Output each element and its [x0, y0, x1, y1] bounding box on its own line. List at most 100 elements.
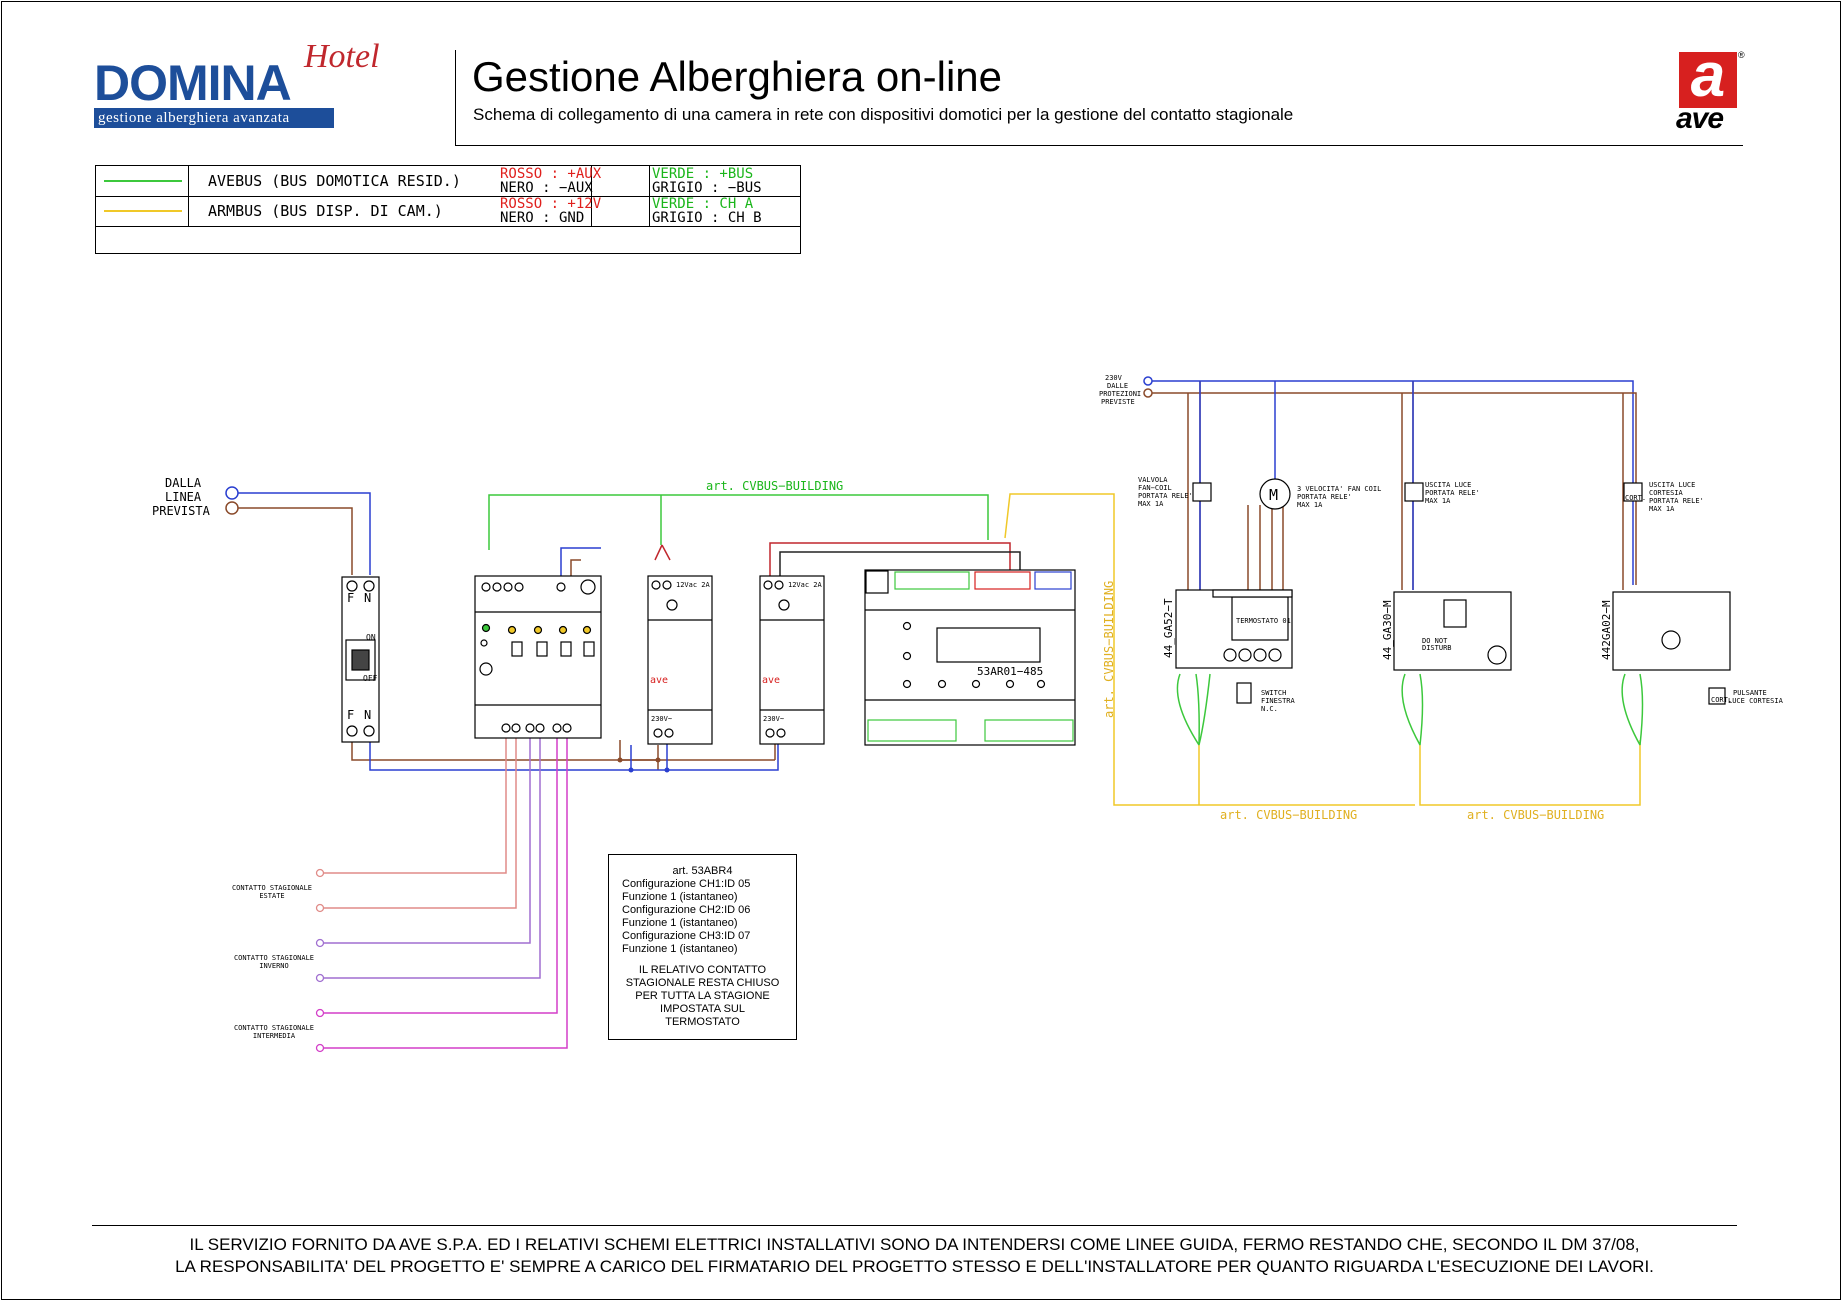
legend-green-grey: VERDE : +BUS GRIGIO : −BUS [650, 166, 800, 196]
breaker-on-label: ON [366, 633, 376, 642]
power-supply-1 [647, 575, 713, 745]
note-title: art. 53ABR4 [672, 865, 733, 877]
footer-rule [92, 1225, 1737, 1226]
supply-right-label: 230V [1105, 374, 1123, 382]
light-label: USCITA LUCE [1425, 481, 1471, 489]
legend-red-black: ROSSO : +AUX NERO : −AUX [498, 166, 650, 196]
controller-model-label: 53AR01−485 [977, 665, 1043, 678]
psu-input-label: 230V~ [651, 715, 672, 723]
circuit-breaker [341, 576, 380, 743]
cable-legend-table: AVEBUS (BUS DOMOTICA RESID.) ROSSO : +AU… [95, 165, 801, 254]
legend-red-wire: ROSSO : +12V [500, 196, 602, 212]
header-rule [455, 145, 1743, 146]
window-switch-label: FINESTRA [1261, 697, 1296, 705]
legend-red-black: ROSSO : +12V NERO : GND [498, 196, 650, 226]
configuration-note: art. 53ABR4 Configurazione CH1:ID 05 Fun… [608, 854, 797, 1040]
legend-swatch-cell [96, 196, 189, 226]
window-switch-label: SWITCH [1261, 689, 1286, 697]
supply-right-label: PREVISTE [1101, 398, 1135, 406]
breaker-off-label: OFF [363, 674, 378, 683]
seasonal-mid-label: CONTATTO STAGIONALE [234, 1024, 314, 1032]
card-dnd-label: DO NOT [1422, 637, 1448, 645]
logo-wordmark: DOMINA [94, 55, 292, 111]
motor-label: PORTATA RELE' [1297, 493, 1352, 501]
logo-tagline: gestione alberghiera avanzata [94, 108, 334, 128]
motor-label: MAX 1A [1297, 501, 1323, 509]
seasonal-winter-label: CONTATTO STAGIONALE [234, 954, 314, 962]
light-label: MAX 1A [1425, 497, 1451, 505]
header-divider [455, 50, 456, 145]
note-comment-line: PER TUTTA LA STAGIONE [635, 990, 770, 1002]
supply-left-label: DALLA [165, 476, 202, 490]
legend-row-avebus: AVEBUS (BUS DOMOTICA RESID.) ROSSO : +AU… [96, 166, 800, 197]
legend-red-wire: ROSSO : +AUX [500, 166, 602, 182]
valve-symbol [1192, 482, 1212, 502]
note-line: Configurazione CH2:ID 06 [622, 904, 751, 916]
fan-motor-symbol [1259, 478, 1291, 510]
courtesy-module-442ga02m [1612, 591, 1731, 705]
legend-green-grey: VERDE : CH A GRIGIO : CH B [650, 196, 800, 226]
light-label: PORTATA RELE' [1425, 489, 1480, 497]
window-switch-label: N.C. [1261, 705, 1278, 713]
light-output-symbol [1404, 482, 1424, 502]
courtesy-model-label: 442GA02−M [1600, 600, 1613, 660]
courtesy-light-label: USCITA LUCE [1649, 481, 1695, 489]
courtesy-light-label: PORTATA RELE' [1649, 497, 1704, 505]
valve-label: MAX 1A [1138, 500, 1164, 508]
card-dnd-label: DISTURB [1422, 644, 1452, 652]
note-comment-line: STAGIONALE RESTA CHIUSO [625, 977, 780, 989]
psu-rating-label: 12Vac 2A [788, 581, 823, 589]
valve-label: FAN−COIL [1138, 484, 1172, 492]
disclaimer-line: LA RESPONSABILITA' DEL PROGETTO E' SEMPR… [175, 1257, 1654, 1276]
relay-module-53abr4 [474, 575, 602, 739]
courtesy-button-label: PULSANTE [1733, 689, 1767, 697]
courtesy-light-label: MAX 1A [1649, 505, 1675, 513]
thermostat-screen-label: TERMOSTATO 01 [1236, 617, 1291, 625]
cort-label: CORT. [1625, 494, 1646, 502]
legend-green-wire: VERDE : +BUS [652, 166, 754, 182]
ave-logo-text: ave [1676, 102, 1724, 135]
avebus-line-swatch [104, 180, 182, 182]
psu-brand-label: ave [650, 675, 668, 686]
footer-disclaimer: IL SERVIZIO FORNITO DA AVE S.P.A. ED I R… [92, 1234, 1737, 1278]
supply-left-label: LINEA [165, 490, 202, 504]
legend-bus-name: AVEBUS (BUS DOMOTICA RESID.) [188, 166, 592, 196]
note-line: Funzione 1 (istantaneo) [622, 891, 738, 903]
seasonal-summer-label: CONTATTO STAGIONALE [232, 884, 312, 892]
page-subtitle: Schema di collegamento di una camera in … [473, 105, 1294, 124]
thermostat-44ga52t [1175, 589, 1293, 704]
power-supply-2 [759, 575, 825, 745]
bus-bottom-label: art. CVBUS−BUILDING [1220, 808, 1357, 822]
bus-top-label: art. CVBUS−BUILDING [706, 479, 843, 493]
legend-green-wire: VERDE : CH A [652, 196, 754, 212]
note-comment-line: IMPOSTATA SUL [660, 1003, 745, 1015]
seasonal-mid-label: INTERMEDIA [253, 1032, 296, 1040]
note-comment-line: IL RELATIVO CONTATTO [638, 964, 767, 976]
ave-logo-mark: a [1679, 45, 1737, 108]
valve-label: VALVOLA [1138, 476, 1168, 484]
page-title: Gestione Alberghiera on-line [472, 53, 1003, 100]
disclaimer-line: IL SERVIZIO FORNITO DA AVE S.P.A. ED I R… [189, 1235, 1640, 1254]
seasonal-winter-label: INVERNO [259, 962, 289, 970]
note-line: Funzione 1 (istantaneo) [622, 917, 738, 929]
legend-swatch-cell [96, 166, 189, 196]
legend-bus-name: ARMBUS (BUS DISP. DI CAM.) [188, 196, 592, 226]
registered-mark: ® [1738, 50, 1745, 60]
bus-bottom-label: art. CVBUS−BUILDING [1467, 808, 1604, 822]
legend-grey-wire: GRIGIO : CH B [652, 210, 762, 226]
cort-label: CORT. [1711, 696, 1732, 704]
supply-left-label: PREVISTA [152, 504, 211, 518]
legend-black-wire: NERO : GND [500, 210, 585, 226]
thermostat-model-label: 44_GA52−T [1162, 598, 1175, 658]
legend-row-armbus: ARMBUS (BUS DISP. DI CAM.) ROSSO : +12V … [96, 196, 800, 227]
card-reader-44ga30m [1393, 591, 1512, 671]
psu-input-label: 230V~ [763, 715, 784, 723]
note-line: Configurazione CH3:ID 07 [622, 930, 751, 942]
valve-label: PORTATA RELE' [1138, 492, 1193, 500]
breaker-neutral-label: N [364, 708, 371, 722]
domina-hotel-logo: DOMINA Hotel gestione alberghiera avanza… [94, 38, 414, 134]
courtesy-light-label: CORTESIA [1649, 489, 1684, 497]
armbus-line-swatch [104, 210, 182, 212]
